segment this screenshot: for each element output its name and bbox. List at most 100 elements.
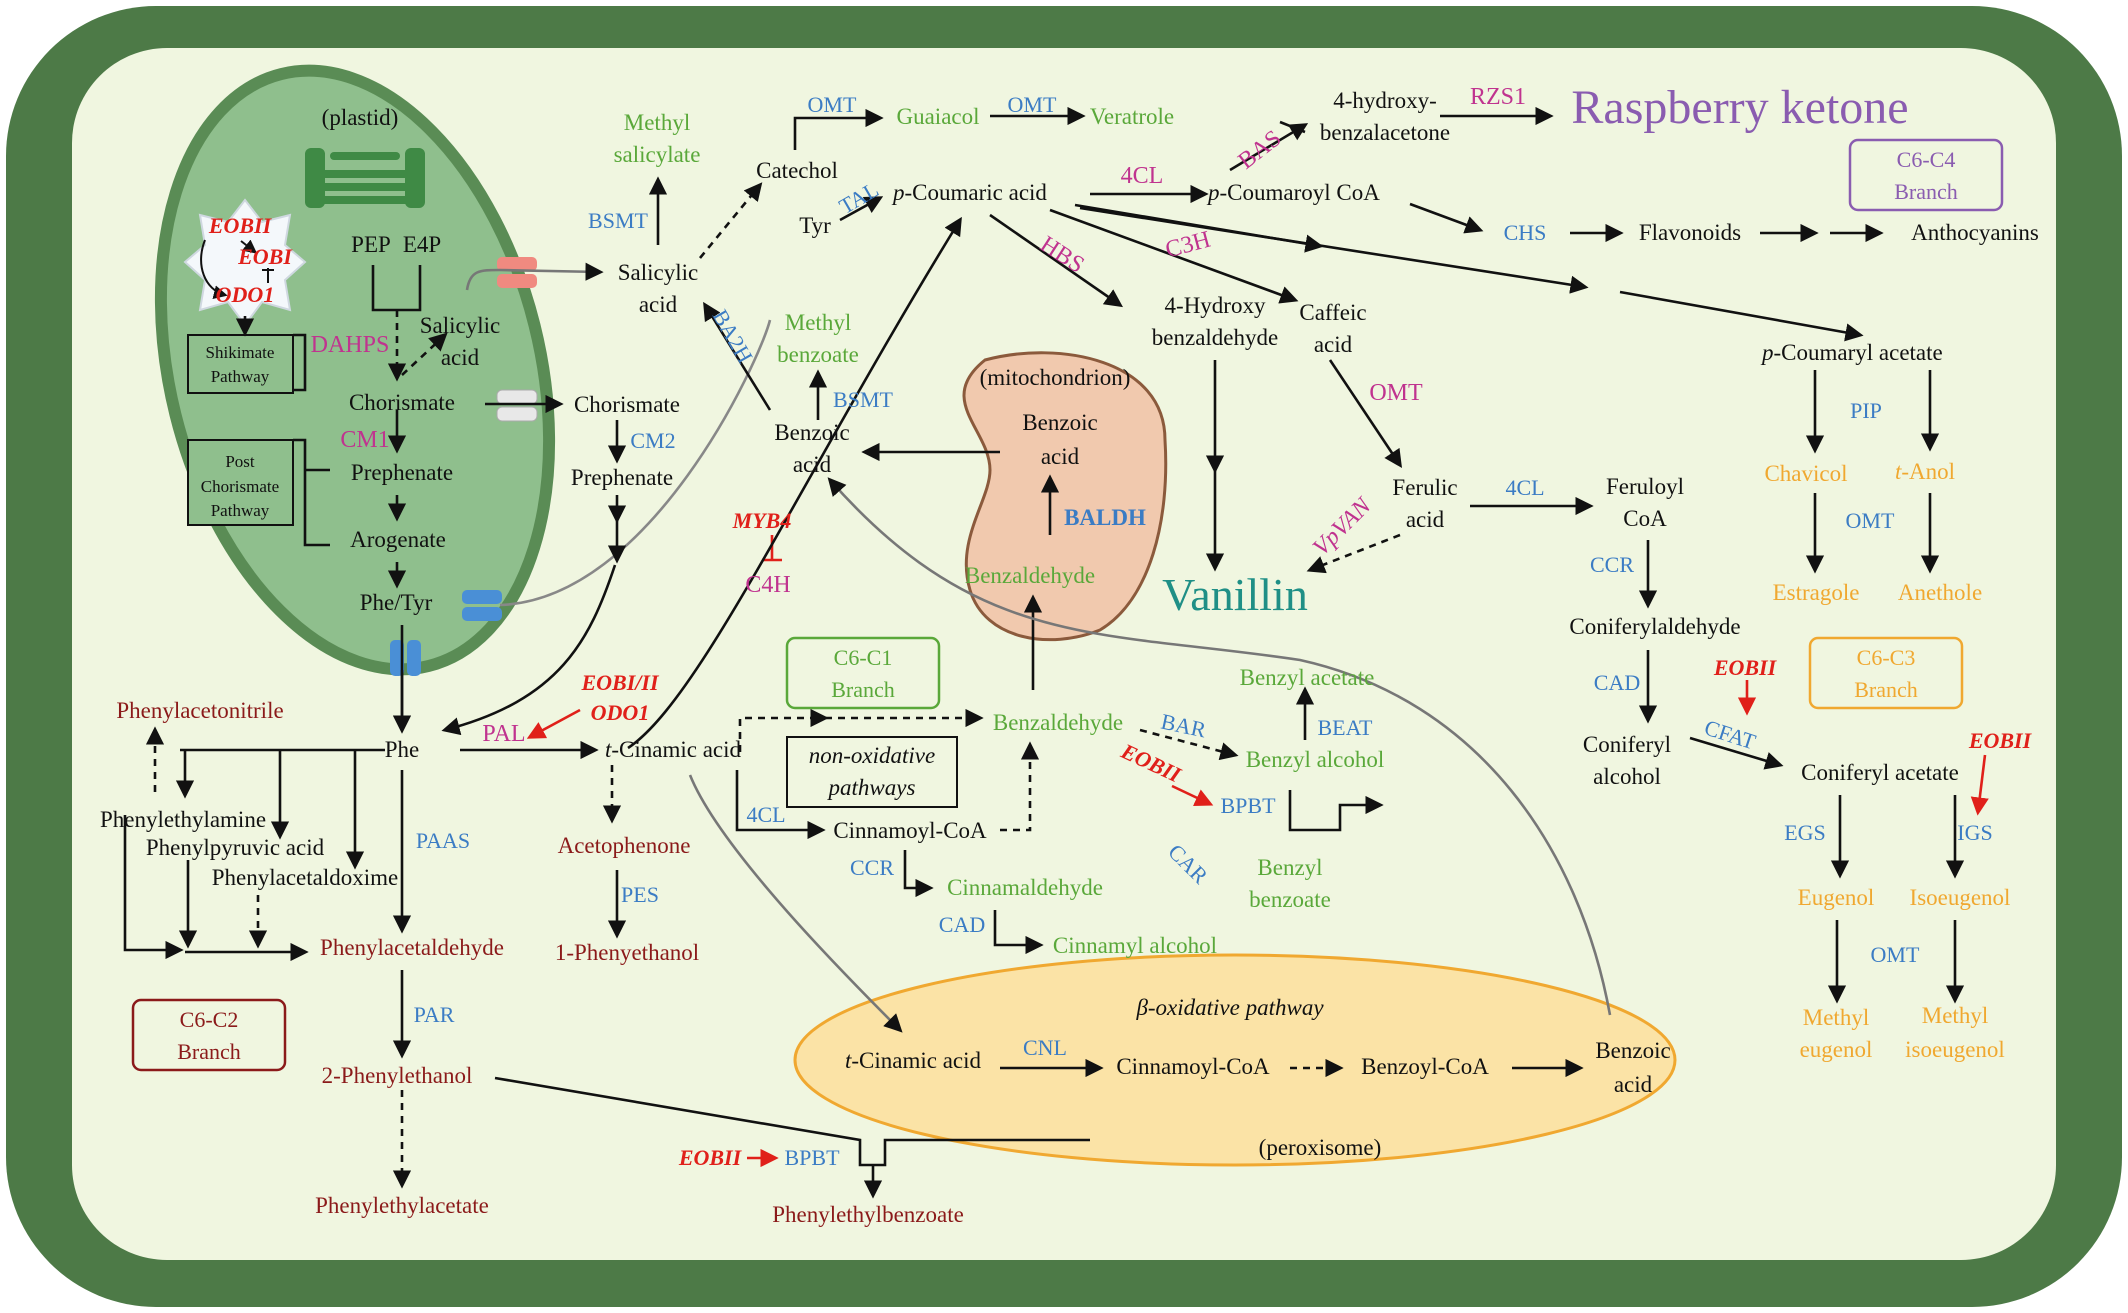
cinnamoyl-coa: Cinnamoyl-CoA (833, 818, 987, 843)
phenylacetaldoxime: Phenylacetaldoxime (212, 865, 399, 890)
non-oxidative-label-2: pathways (827, 775, 916, 800)
eugenol: Eugenol (1798, 885, 1875, 910)
chorismate-plastid: Chorismate (349, 390, 455, 415)
benzyl-benzoate-2: benzoate (1249, 887, 1331, 912)
eobii-1: EOBII (1713, 655, 1778, 680)
peroxisome-label: (peroxisome) (1259, 1135, 1382, 1160)
cad-1: CAD (1594, 670, 1640, 695)
c6c4-label-1: C6-C4 (1897, 147, 1956, 172)
omt-5: OMT (1871, 942, 1920, 967)
pes: PES (621, 882, 659, 907)
shikimate-box-2: Pathway (211, 367, 270, 386)
omt-4: OMT (1846, 508, 1895, 533)
e4p: E4P (403, 232, 441, 257)
omt-2: OMT (1008, 92, 1057, 117)
thylakoid-icon (305, 148, 425, 208)
beta-cinnamoyl-coa: Cinnamoyl-CoA (1116, 1054, 1270, 1079)
igs: IGS (1957, 820, 1992, 845)
c6c4-branch-box (1848, 138, 2004, 212)
beat: BEAT (1318, 715, 1374, 740)
phe: Phe (385, 737, 420, 762)
coumaroyl-name: -Coumaroyl CoA (1220, 180, 1381, 205)
paas: PAAS (416, 828, 470, 853)
coniferyl-alcohol-2: alcohol (1593, 764, 1661, 789)
phenylpyruvic-acid: Phenylpyruvic acid (146, 835, 325, 860)
4cl-3: 4CL (746, 802, 785, 827)
ferulic-acid-2: acid (1406, 507, 1445, 532)
caffeic-acid-2: acid (1314, 332, 1353, 357)
c6c3-label-1: C6-C3 (1857, 645, 1916, 670)
p-coumaroyl-coa: p-Coumaroyl CoA (1206, 180, 1380, 205)
hydroxy-benzalacetone-1: 4-hydroxy- (1333, 88, 1436, 113)
cinnamyl-alcohol: Cinnamyl alcohol (1053, 933, 1217, 958)
c6c2-label-1: C6-C2 (180, 1007, 239, 1032)
prephenate-plastid: Prephenate (351, 460, 453, 485)
pathway-arrows (123, 106, 1989, 1199)
eobii-star: EOBII (208, 213, 273, 238)
feruloyl-coa-1: Feruloyl (1606, 474, 1684, 499)
post-box-2: Chorismate (201, 477, 279, 496)
hydroxybenzaldehyde-2: benzaldehyde (1152, 325, 1278, 350)
vanillin: Vanillin (1162, 569, 1308, 620)
arogenate: Arogenate (350, 527, 446, 552)
compartment-labels: (plastid) (mitochondrion) (peroxisome) β… (322, 105, 1382, 1160)
ccr-1: CCR (1590, 552, 1634, 577)
chs: CHS (1504, 220, 1547, 245)
non-oxidative-box (786, 736, 958, 808)
methyl-eugenol-1: Methyl (1803, 1005, 1869, 1030)
benzoyl-coa: Benzoyl-CoA (1361, 1054, 1489, 1079)
chorismate-2: Chorismate (574, 392, 680, 417)
bpbt-1: BPBT (784, 1145, 840, 1170)
p-italic-1: p (891, 180, 905, 205)
mitochondrion (962, 351, 1168, 642)
shikimate-box-1: Shikimate (206, 343, 275, 362)
coumaryl-acetate-name: -Coumaryl acetate (1774, 340, 1943, 365)
c6c3-label-2: Branch (1854, 677, 1918, 702)
salicylic-plastid-1: Salicylic (420, 313, 500, 338)
non-oxidative-label-1: non-oxidative (809, 743, 935, 768)
t-anol: t-Anol (1895, 459, 1955, 484)
catechol: Catechol (756, 158, 838, 183)
transporter-red (497, 257, 537, 288)
eobi-ii: EOBI/II (580, 670, 659, 695)
coniferyl-alcohol-1: Coniferyl (1583, 732, 1671, 757)
odo1-mid: ODO1 (591, 700, 650, 725)
caffeic-acid-1: Caffeic (1299, 300, 1366, 325)
salicylic-acid-2: acid (639, 292, 678, 317)
benzoic-acid-1a: Benzoic (774, 420, 849, 445)
acetophenone: Acetophenone (558, 833, 691, 858)
cm1: CM1 (340, 427, 389, 453)
p-coumaric-acid: p-Coumaric acid (891, 180, 1047, 205)
p-italic-3: p (1760, 340, 1774, 365)
benzyl-alcohol: Benzyl alcohol (1246, 747, 1385, 772)
beta-t-cinamic-name: -Cinamic acid (851, 1048, 981, 1073)
pal: PAL (482, 721, 525, 747)
transporter-blue-2 (390, 640, 421, 676)
tyr: Tyr (799, 213, 831, 238)
post-box-3: Pathway (211, 501, 270, 520)
par: PAR (414, 1002, 455, 1027)
hydroxybenzaldehyde-1: 4-Hydroxy (1165, 293, 1266, 318)
bsmt-1: BSMT (588, 208, 648, 233)
cinnamaldehyde: Cinnamaldehyde (947, 875, 1103, 900)
hydroxy-benzalacetone-2: benzalacetone (1320, 120, 1450, 145)
pip: PIP (1850, 398, 1882, 423)
plastid-label: (plastid) (322, 105, 399, 130)
eobi-star: EOBI (237, 244, 293, 269)
4cl-2: 4CL (1505, 475, 1544, 500)
coniferyl-acetate: Coniferyl acetate (1801, 760, 1959, 785)
mitochondrion-label: (mitochondrion) (980, 365, 1131, 390)
bsmt-2: BSMT (833, 387, 893, 412)
c6c2-branch-box (131, 998, 287, 1072)
phe-tyr: Phe/Tyr (360, 590, 433, 615)
methyl-eugenol-2: eugenol (1800, 1037, 1873, 1062)
c4h: C4H (745, 572, 790, 598)
odo1-star: ODO1 (216, 282, 275, 307)
isoeugenol: Isoeugenol (1910, 885, 2011, 910)
phenylethylamine: Phenylethylamine (100, 807, 266, 832)
salicylic-plastid-2: acid (441, 345, 480, 370)
eobii-2: EOBII (1968, 728, 2033, 753)
t-cinamic-acid: t-Cinamic acid (605, 737, 742, 762)
estragole: Estragole (1773, 580, 1860, 605)
transporter-white (496, 389, 538, 422)
